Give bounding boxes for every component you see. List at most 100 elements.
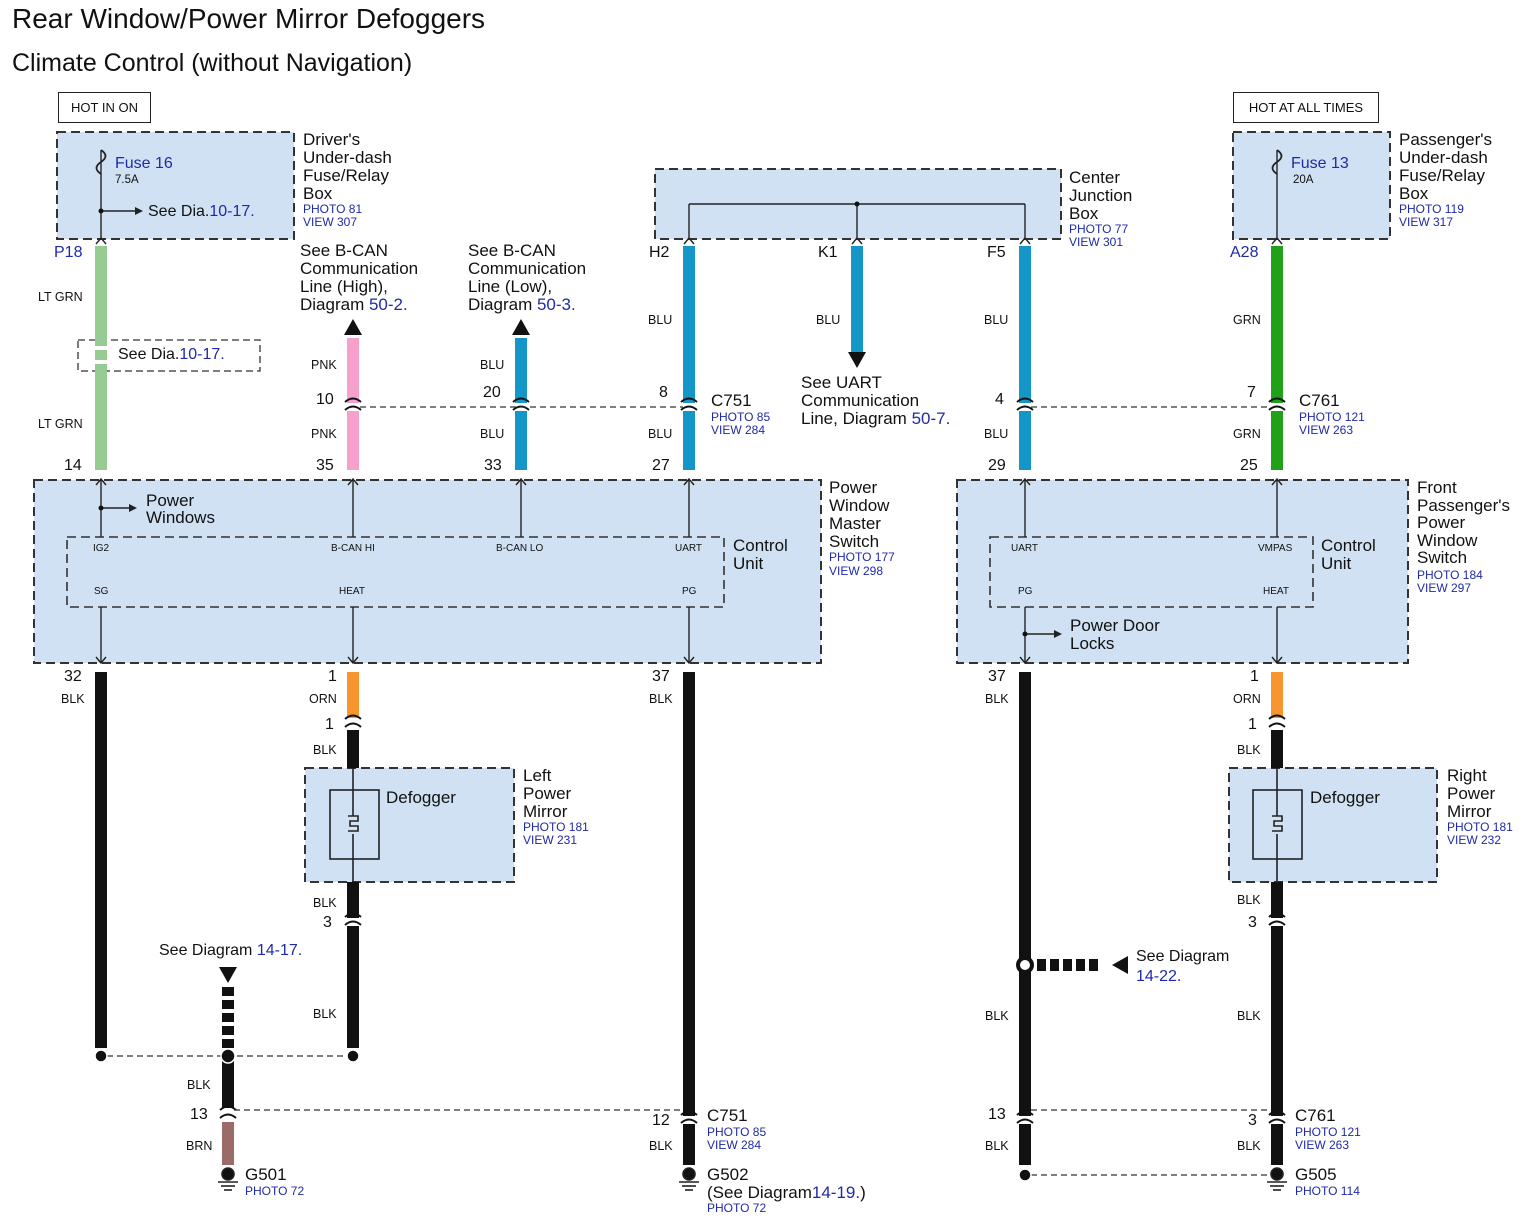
c761-top-photo[interactable]: PHOTO 121 (1299, 410, 1365, 424)
splice-note-link[interactable]: 10-17. (179, 346, 225, 363)
connector-arc (680, 397, 698, 411)
term-ig2: IG2 (93, 543, 110, 554)
c751-top-photo[interactable]: PHOTO 85 (711, 410, 771, 424)
wc-blk-32: BLK (61, 692, 85, 706)
master-switch-photo[interactable]: PHOTO 177 (829, 550, 895, 564)
left-defogger-label: Defogger (386, 788, 456, 807)
driver-fuse-label: Fuse 16 (115, 155, 173, 172)
passenger-switch-view[interactable]: VIEW 297 (1417, 581, 1472, 595)
uart-down-arrow (848, 352, 866, 368)
pin-13-left: 13 (190, 1106, 208, 1123)
bcan-high-note: See B-CAN Communication Line (High), Dia… (300, 241, 419, 314)
driver-fuse-photo[interactable]: PHOTO 81 (303, 202, 363, 216)
connector-arc (344, 714, 362, 728)
passenger-fuse-box (1232, 131, 1391, 240)
wc-blk-r37: BLK (985, 692, 1009, 706)
wc-lt-grn-1: LT GRN (38, 290, 83, 304)
c761-top-name: C761 (1299, 391, 1340, 410)
pin-h2: H2 (649, 244, 670, 261)
see-diagram-left: See Diagram 14-17. (159, 942, 303, 959)
c751-bottom-view[interactable]: VIEW 284 (707, 1138, 762, 1152)
pin-20: 20 (483, 384, 501, 401)
bcan-high-link[interactable]: 50-2. (368, 295, 408, 314)
passenger-fuse-rating: 20A (1293, 174, 1314, 186)
passenger-fuse-photo[interactable]: PHOTO 119 (1399, 202, 1464, 216)
wc-pnk-1: PNK (311, 358, 337, 372)
c751-top-name: C751 (711, 391, 752, 410)
pin-25: 25 (1240, 457, 1258, 474)
c761-bottom-photo[interactable]: PHOTO 121 (1295, 1125, 1361, 1139)
g502-name: G502 (707, 1165, 749, 1184)
g501-photo[interactable]: PHOTO 72 (245, 1184, 305, 1198)
junction-view[interactable]: VIEW 301 (1069, 235, 1124, 249)
pin-1-right: 1 (1250, 668, 1259, 685)
right-defogger-label: Defogger (1310, 788, 1380, 807)
driver-fuse-box (56, 131, 295, 240)
right-mirror-photo[interactable]: PHOTO 181 (1447, 820, 1513, 834)
see-diagram-right-arrow (1112, 956, 1128, 974)
bcan-low-link[interactable]: 50-3. (536, 295, 576, 314)
driver-fuse-see-link[interactable]: 10-17. (209, 203, 255, 220)
driver-fuse-view[interactable]: VIEW 307 (303, 215, 358, 229)
wc-blu-k1: BLU (816, 313, 841, 327)
c751-bottom-name: C751 (707, 1106, 748, 1125)
passenger-fuse-view[interactable]: VIEW 317 (1399, 215, 1454, 229)
g502-see-link[interactable]: 14-19. (811, 1183, 861, 1202)
pin-7: 7 (1247, 384, 1256, 401)
see-diagram-left-arrow (219, 967, 237, 983)
see-diagram-right-link[interactable]: 14-22. (1136, 968, 1182, 985)
hot-in-on-tag: HOT IN ON (58, 92, 151, 123)
uart-link[interactable]: 50-7. (911, 409, 951, 428)
wc-blk-right-4: BLK (1237, 1139, 1261, 1153)
c751-top-view[interactable]: VIEW 284 (711, 423, 766, 437)
c761-top-view[interactable]: VIEW 263 (1299, 423, 1354, 437)
pin-8: 8 (659, 384, 668, 401)
left-mirror-name: Left Power Mirror (523, 766, 572, 821)
pin-37-right: 37 (988, 668, 1006, 685)
wc-grn-2: GRN (1233, 427, 1261, 441)
wc-blk-left-1: BLK (313, 743, 337, 757)
wc-blu-a2: BLU (480, 427, 505, 441)
hot-at-all-times-tag: HOT AT ALL TIMES (1233, 92, 1379, 123)
see-diagram-left-link[interactable]: 14-17. (256, 942, 303, 959)
c761-bottom-view[interactable]: VIEW 263 (1295, 1138, 1350, 1152)
master-switch-view[interactable]: VIEW 298 (829, 564, 884, 578)
connector-arc (219, 1105, 237, 1119)
wc-blu-f5: BLU (984, 313, 1009, 327)
pin-3-left: 3 (323, 914, 332, 931)
pin-a28: A28 (1230, 244, 1259, 261)
left-mirror-view[interactable]: VIEW 231 (523, 833, 578, 847)
pin-3-right: 3 (1248, 914, 1257, 931)
pin-3-right-b: 3 (1248, 1112, 1257, 1129)
driver-fuse-box-name: Driver's Under-dash Fuse/Relay Box (303, 130, 392, 203)
junction-photo[interactable]: PHOTO 77 (1069, 222, 1129, 236)
wc-blu-a1: BLU (480, 358, 505, 372)
wc-blk-right-1: BLK (1237, 743, 1261, 757)
term-uart: UART (675, 543, 703, 554)
g502-see: (See Diagram14-19.) (707, 1183, 866, 1202)
g502-photo[interactable]: PHOTO 72 (707, 1201, 767, 1215)
wc-orn-right: ORN (1233, 692, 1261, 706)
power-windows-label: Power Windows (146, 491, 215, 527)
pin-1-left-b: 1 (325, 716, 334, 733)
wc-blk-right-3: BLK (1237, 1009, 1261, 1023)
pin-13-right: 13 (988, 1106, 1006, 1123)
pin-35: 35 (316, 457, 334, 474)
g505-photo[interactable]: PHOTO 114 (1295, 1184, 1360, 1198)
right-mirror-box (1228, 767, 1438, 883)
pin-1-right-b: 1 (1248, 716, 1257, 733)
page-subtitle: Climate Control (without Navigation) (12, 49, 413, 77)
left-mirror-photo[interactable]: PHOTO 181 (523, 820, 589, 834)
master-control-unit-label: Control Unit (733, 536, 788, 573)
wc-lt-grn-2: LT GRN (38, 417, 83, 431)
right-mirror-view[interactable]: VIEW 232 (1447, 833, 1502, 847)
passenger-switch-photo[interactable]: PHOTO 184 (1417, 568, 1483, 582)
term-bcan-hi: B-CAN HI (331, 543, 375, 554)
g501-name: G501 (245, 1165, 287, 1184)
wc-blk-left-2: BLK (313, 896, 337, 910)
splice-note: See Dia.10-17. (118, 346, 225, 363)
c751-bottom-photo[interactable]: PHOTO 85 (707, 1125, 767, 1139)
wc-blk-left-3: BLK (313, 1007, 337, 1021)
